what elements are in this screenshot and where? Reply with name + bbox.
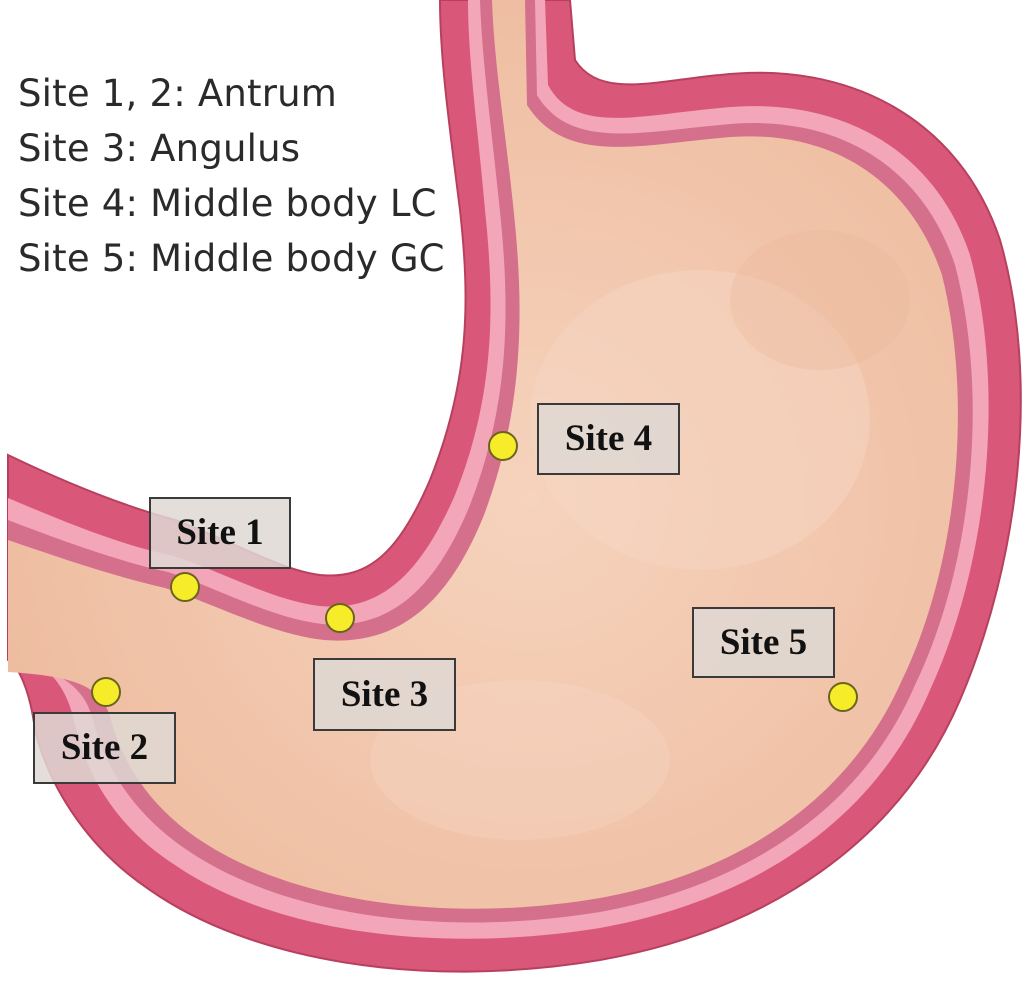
site-5-label: Site 5 bbox=[692, 607, 835, 678]
site-2-marker bbox=[92, 678, 120, 706]
site-1-label: Site 1 bbox=[149, 497, 291, 569]
site-4-label: Site 4 bbox=[537, 403, 680, 475]
site-2-label: Site 2 bbox=[33, 712, 176, 784]
legend-line-middle-body-gc: Site 5: Middle body GC bbox=[18, 231, 445, 286]
site-1-marker bbox=[171, 573, 199, 601]
legend-line-angulus: Site 3: Angulus bbox=[18, 121, 445, 176]
legend-line-middle-body-lc: Site 4: Middle body LC bbox=[18, 176, 445, 231]
site-4-marker bbox=[489, 432, 517, 460]
site-5-marker bbox=[829, 683, 857, 711]
legend-line-antrum: Site 1, 2: Antrum bbox=[18, 66, 445, 121]
site-3-marker bbox=[326, 604, 354, 632]
lumen-texture bbox=[730, 230, 910, 370]
site-legend: Site 1, 2: Antrum Site 3: Angulus Site 4… bbox=[18, 66, 445, 286]
site-3-label: Site 3 bbox=[313, 658, 456, 731]
